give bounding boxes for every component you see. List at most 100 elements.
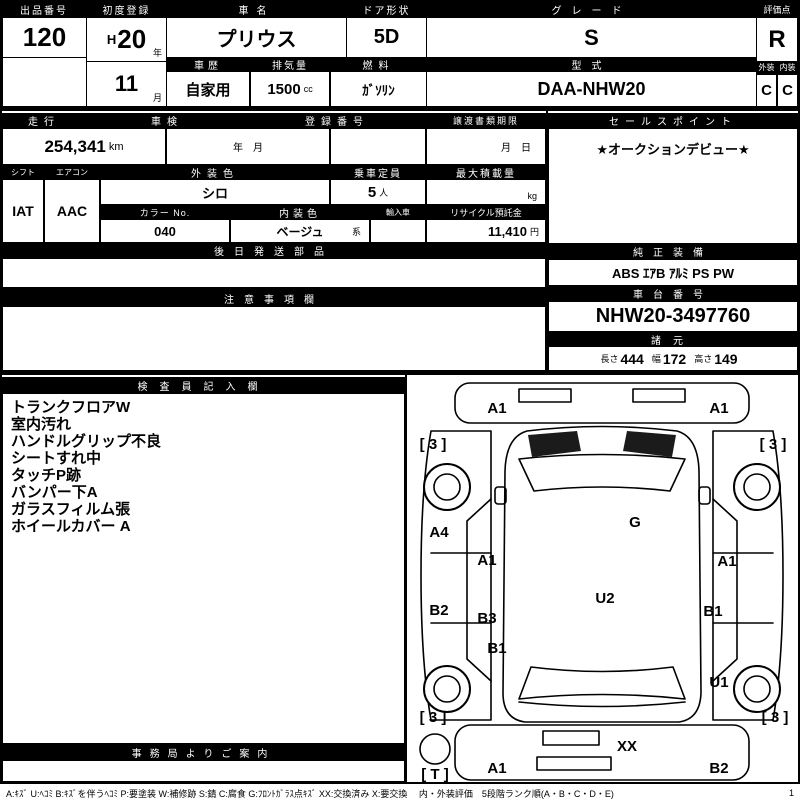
inspector-note-line: タッチP跡: [11, 467, 82, 484]
first-registration-year-unit: 年: [152, 48, 162, 58]
trunk-line: [518, 701, 686, 708]
fuel-header: 燃料: [330, 57, 427, 72]
sales-point-value: ★オークションデビュー★: [596, 142, 750, 157]
score-cell: R: [756, 17, 798, 62]
mileage-cell: 254,341 km: [2, 128, 166, 165]
caution-notes-header: 注意事項欄: [2, 291, 546, 306]
grade-cell: S: [426, 17, 757, 58]
grade-header: グレード: [426, 2, 757, 17]
rear-right-wheel: [743, 675, 771, 703]
import-car-cell: [370, 219, 426, 243]
spec-length-label: 長さ: [600, 354, 619, 364]
interior-color-header: 内装色: [230, 205, 370, 220]
rear-left-wheel: [433, 675, 461, 703]
capacity-unit: 人: [379, 187, 389, 198]
capacity-value: 5: [367, 183, 377, 201]
interior-score-header: 内装: [777, 61, 798, 74]
max-load-cell: kg: [426, 179, 546, 205]
transfer-deadline-header: 譲渡書類期限: [426, 113, 546, 128]
genuine-equipment-header: 純正装備: [548, 244, 798, 259]
front-right-wheel: [743, 473, 771, 501]
chassis-number-cell: NHW20-3497760: [548, 301, 798, 332]
damage-marker-G: G: [629, 514, 641, 531]
interior-score-cell: C: [777, 74, 798, 107]
capacity-cell: 5 人: [330, 179, 426, 205]
damage-marker-3: [ 3 ]: [762, 709, 789, 726]
right-mirror: [698, 486, 711, 505]
divider-top: [0, 107, 800, 111]
exterior-color-cell: シロ: [100, 179, 330, 205]
interior-color-value: ベージュ: [276, 224, 324, 239]
spec-width-value: 172: [662, 350, 687, 367]
first-registration-year: 20: [117, 24, 147, 54]
chassis-number-header: 車台番号: [548, 286, 798, 301]
score-header: 評価点: [756, 2, 798, 17]
transfer-deadline-cell: 月 日: [426, 128, 546, 165]
spare-tire: [419, 733, 451, 765]
left-mirror: [494, 486, 507, 505]
mileage-unit: km: [108, 140, 124, 153]
fuel-value: ｶﾞｿﾘﾝ: [362, 82, 395, 98]
footer-legend-row: A:ｷｽﾞ U:ﾍｺﾐ B:ｷｽﾞを伴うﾍｺﾐ P:要塗装 W:補修跡 S:錆 …: [0, 786, 800, 800]
damage-marker-3: [ 3 ]: [420, 436, 447, 453]
first-registration-month-unit: 月: [152, 93, 162, 103]
front-left-wheel: [433, 473, 461, 501]
inspector-note-line: シートすれ中: [11, 450, 102, 467]
door-shape-header: ドア形状: [346, 2, 427, 17]
mileage-header: 走行: [2, 113, 86, 128]
damage-marker-A1: A1: [477, 552, 496, 569]
registration-number-cell: [330, 128, 426, 165]
displacement-header: 排気量: [250, 57, 330, 72]
first-registration-era: H: [106, 32, 117, 47]
windshield-outline: [518, 453, 686, 492]
genuine-equipment-value: ABS ｴｱB ｱﾙﾐ PS PW: [611, 266, 735, 281]
lot-number-empty-cell: [2, 57, 87, 107]
inspector-note-line: ガラスフィルム張: [11, 501, 131, 518]
interior-color-cell: ベージュ 系: [230, 219, 370, 243]
footer-page-number: 1: [788, 788, 794, 798]
inspector-note-line: トランクフロアW: [11, 399, 131, 416]
damage-marker-3: [ 3 ]: [420, 709, 447, 726]
aircon-header: エアコン: [44, 165, 100, 179]
first-registration-month-cell: 11 月: [86, 61, 167, 107]
damage-marker-A1: A1: [487, 400, 506, 417]
shaken-header: 車検: [86, 113, 248, 128]
mileage-value: 254,341: [44, 136, 106, 156]
car-history-cell: 自家用: [166, 71, 250, 107]
exterior-color-header: 外装色: [100, 165, 330, 180]
divider-diagram: [405, 375, 407, 782]
sales-point-cell: ★オークションデビュー★: [548, 128, 798, 244]
damage-marker-A1: A1: [487, 760, 506, 777]
damage-marker-U2: U2: [595, 590, 614, 607]
displacement-unit: cc: [303, 84, 313, 94]
aircon-cell: AAC: [44, 179, 100, 243]
color-number-header: カラー No.: [100, 205, 230, 219]
damage-marker-A1: A1: [709, 400, 728, 417]
later-parts-cell: [2, 258, 546, 288]
divider-bottom-block: [0, 371, 800, 375]
damage-marker-A4: A4: [429, 524, 449, 541]
interior-score-value: C: [782, 82, 793, 99]
caution-notes-cell: [2, 306, 546, 371]
shift-value: IAT: [12, 203, 34, 219]
car-history-value: 自家用: [185, 81, 231, 99]
door-shape-value: 5D: [373, 26, 400, 48]
genuine-equipment-cell: ABS ｴｱB ｱﾙﾐ PS PW: [548, 259, 798, 286]
spec-height-label: 高さ: [694, 354, 713, 364]
spec-length-value: 444: [620, 350, 644, 367]
interior-color-suffix: 系: [351, 227, 361, 237]
fuel-cell: ｶﾞｿﾘﾝ: [330, 71, 427, 107]
car-body-top-view: [494, 425, 711, 723]
shaken-cell: 年 月: [166, 128, 330, 165]
recycle-deposit-value: 11,410: [487, 223, 527, 239]
later-parts-header: 後日発送部品: [2, 243, 546, 258]
exterior-color-value: シロ: [201, 185, 228, 201]
office-info-header: 事務局よりご案内: [2, 744, 405, 760]
model-code-cell: DAA-NHW20: [426, 71, 757, 107]
right-side-panel: [712, 430, 784, 721]
left-side-panel: [420, 430, 492, 721]
damage-marker-T: [ T ]: [421, 766, 449, 782]
